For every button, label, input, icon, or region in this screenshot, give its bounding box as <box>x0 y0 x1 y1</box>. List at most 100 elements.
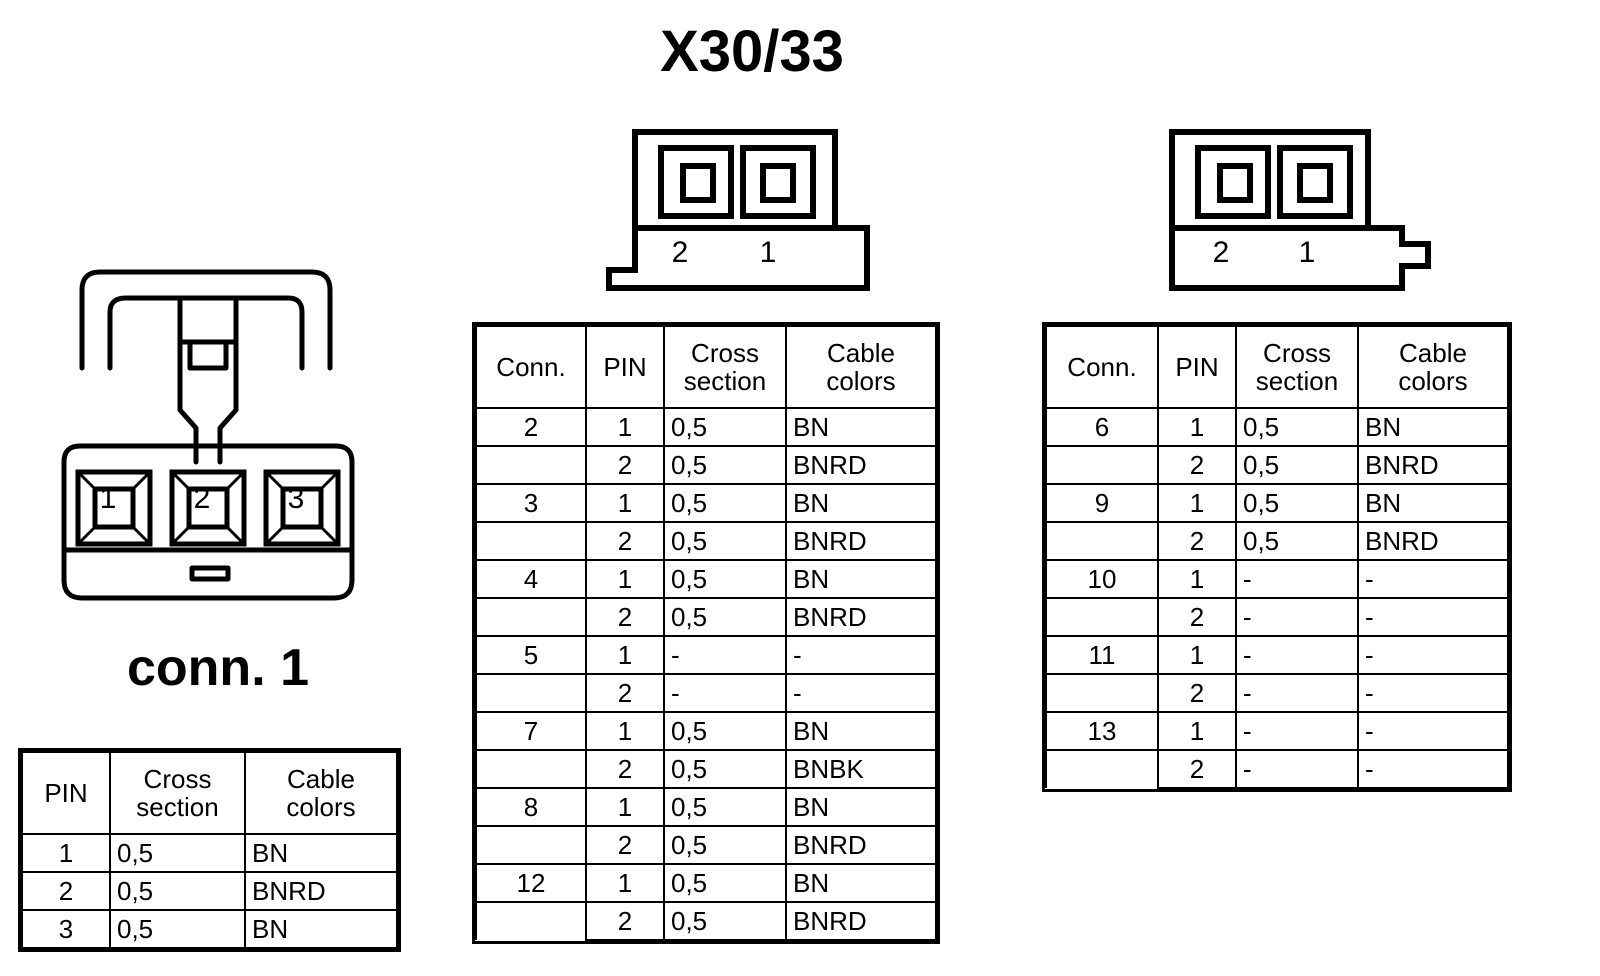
cable-colors-cell: BN <box>244 909 398 949</box>
conn-cell-continuation <box>475 902 587 940</box>
cable-colors-cell: BN <box>1357 483 1509 523</box>
conn-cell: 6 <box>1045 407 1159 447</box>
cable-colors-cell: BNRD <box>785 597 937 637</box>
cross-section-cell: 0,5 <box>663 559 787 599</box>
cross-section-cell: - <box>1235 711 1359 751</box>
cable-colors-cell: BN <box>785 787 937 827</box>
conn-cell-continuation <box>1045 446 1159 484</box>
cable-colors-cell: BNRD <box>1357 445 1509 485</box>
cross-section-cell: 0,5 <box>663 483 787 523</box>
conn-cell-continuation <box>475 826 587 864</box>
header-cross-section: Cross section <box>109 751 246 835</box>
pin-cell: 2 <box>1157 749 1237 789</box>
right-connector-pin-label-1: 1 <box>1298 236 1316 269</box>
cross-section-cell: - <box>663 635 787 675</box>
cable-colors-cell: BN <box>1357 407 1509 447</box>
cross-section-cell: 0,5 <box>663 863 787 903</box>
cable-colors-cell: BNRD <box>1357 521 1509 561</box>
table-row: 2-- <box>475 673 937 713</box>
pin-cell: 1 <box>1157 559 1237 599</box>
pin-cell: 1 <box>585 559 665 599</box>
table-row: 2-- <box>1045 673 1509 713</box>
left-connector-pin-label-1: 1 <box>99 482 117 515</box>
table-header-row: Conn. PIN Cross section Cable colors <box>475 325 937 409</box>
pin-cell: 1 <box>585 483 665 523</box>
cross-section-cell: 0,5 <box>663 711 787 751</box>
cross-section-cell: 0,5 <box>109 833 246 873</box>
pin-cell: 1 <box>1157 407 1237 447</box>
cable-colors-cell: - <box>1357 711 1509 751</box>
pin-cell: 2 <box>21 871 111 911</box>
cable-colors-cell: BNBK <box>785 749 937 789</box>
cross-section-cell: 0,5 <box>1235 407 1359 447</box>
pin-cell: 1 <box>1157 635 1237 675</box>
right-connector-pin-label-2: 2 <box>1212 236 1230 269</box>
conn-cell: 8 <box>475 787 587 827</box>
pin-cell: 3 <box>21 909 111 949</box>
cable-colors-cell: - <box>785 635 937 675</box>
pin-cell: 2 <box>1157 445 1237 485</box>
cross-section-cell: 0,5 <box>663 825 787 865</box>
conn-cell: 11 <box>1045 635 1159 675</box>
header-cable-colors: Cable colors <box>244 751 398 835</box>
cable-colors-cell: BN <box>244 833 398 873</box>
cross-section-cell: - <box>663 673 787 713</box>
cross-section-cell: - <box>1235 635 1359 675</box>
pin-cell: 2 <box>1157 521 1237 561</box>
pin-cell: 1 <box>585 711 665 751</box>
conn-cell: 2 <box>475 407 587 447</box>
cross-section-cell: 0,5 <box>663 787 787 827</box>
page-title: X30/33 <box>0 18 1600 85</box>
pin-cell: 1 <box>1157 483 1237 523</box>
middle-connector-diagram <box>606 129 870 291</box>
pin-cell: 2 <box>585 825 665 865</box>
cable-colors-cell: BN <box>785 407 937 447</box>
cable-colors-cell: - <box>1357 559 1509 599</box>
cable-colors-cell: BNRD <box>785 901 937 941</box>
conn-cell: 7 <box>475 711 587 751</box>
left-connector-pin-label-2: 2 <box>193 482 211 515</box>
page-title-text: X30/33 <box>660 19 844 84</box>
conn-cell: 4 <box>475 559 587 599</box>
pin-cell: 2 <box>585 521 665 561</box>
cable-colors-cell: BN <box>785 711 937 751</box>
conn-cell-continuation <box>1045 598 1159 636</box>
conn-cell: 10 <box>1045 559 1159 599</box>
pin-cell: 2 <box>585 597 665 637</box>
left-connector-pin-label-3: 3 <box>287 482 305 515</box>
header-cross-section: Cross section <box>1235 325 1359 409</box>
pin-cell: 2 <box>585 445 665 485</box>
pin-cell: 2 <box>585 673 665 713</box>
cross-section-cell: - <box>1235 749 1359 789</box>
left-connector-diagram <box>61 269 355 601</box>
cross-section-cell: 0,5 <box>663 597 787 637</box>
conn-cell-continuation <box>475 750 587 788</box>
header-conn: Conn. <box>475 325 587 409</box>
cross-section-cell: 0,5 <box>663 521 787 561</box>
cross-section-cell: 0,5 <box>1235 445 1359 485</box>
pin-cell: 1 <box>21 833 111 873</box>
header-cross-section: Cross section <box>663 325 787 409</box>
conn-cell-continuation <box>1045 522 1159 560</box>
header-cable-colors: Cable colors <box>1357 325 1509 409</box>
conn-cell-continuation <box>1045 750 1159 788</box>
cross-section-cell: - <box>1235 673 1359 713</box>
cable-colors-cell: - <box>1357 597 1509 637</box>
